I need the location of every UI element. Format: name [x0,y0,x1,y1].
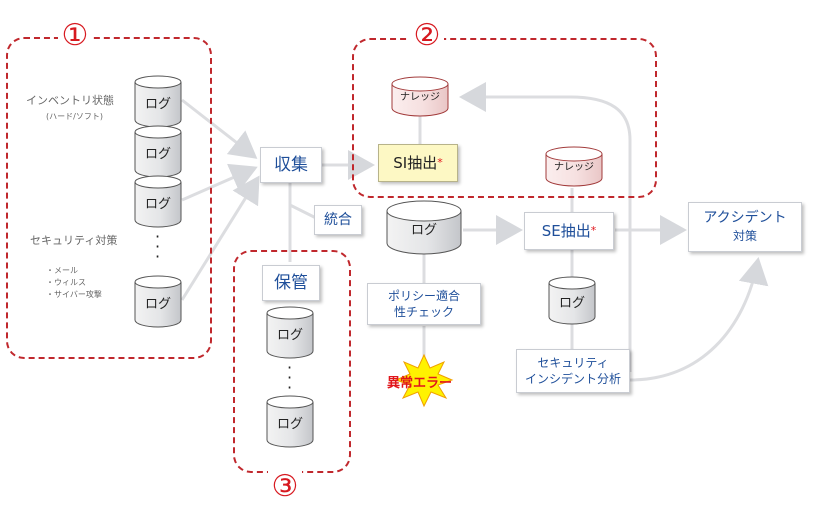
accident-line1: アクシデント [703,210,787,226]
arrow-collect-integrate [289,203,317,220]
log-cylinder-1: ログ [134,75,182,128]
arrow-log1-collect [181,98,258,159]
log-label: ログ [144,297,171,312]
log-label: ログ [144,197,171,212]
store-log-cylinder-1: ログ [266,306,314,359]
store-box: 保管 [262,265,320,301]
knowledge-cylinder-shape [391,76,449,117]
security-item-mail: ・メール [46,266,78,275]
log-cylinder-4: ログ [134,275,182,328]
log-cylinder-shape [266,395,314,448]
log-cylinder-shape [548,276,596,325]
log-cylinder-shape [134,175,182,228]
region-2-number: ② [410,19,444,53]
log-cylinder-shape [134,75,182,128]
collect-box: 収集 [260,147,322,183]
arrow-log4-collect [180,175,260,301]
log-cylinder-shape [266,306,314,359]
policy-line1: ポリシー適合 [387,289,460,303]
ellipsis-dots-left: ··· [155,227,161,266]
knowledge-cylinder-shape [545,146,603,187]
central-log-cylinder: ログ [386,200,462,255]
error-label: 異常エラー [387,376,453,391]
si-extract-box: SI抽出* [378,144,458,182]
arrow-incident-accident [629,257,769,382]
knowledge-label: ナレッジ [554,162,594,173]
policy-line2: 性チェック [393,305,454,319]
policy-check-box: ポリシー適合 性チェック [367,283,481,325]
region-1-number: ① [58,19,92,53]
log-label: ログ [558,296,585,311]
log-cylinder-2: ログ [134,125,182,178]
si-star-mark: * [437,156,443,169]
log-cylinder-3: ログ [134,175,182,228]
security-item-cyber: ・サイバー攻撃 [46,290,102,299]
inventory-sub-label: (ハード/ソフト) [46,112,103,121]
integrate-box: 統合 [314,205,362,235]
security-item-virus: ・ウィルス [46,278,86,287]
knowledge-cylinder-si: ナレッジ [391,76,449,117]
store-label: 保管 [274,273,308,293]
incident-line2: インシデント分析 [524,372,621,386]
region-3-number: ③ [268,470,302,504]
inventory-label: インベントリ状態 [26,94,114,107]
error-burst-shape [394,353,454,408]
log-label: ログ [276,417,303,432]
incident-analysis-box: セキュリティ インシデント分析 [516,349,630,393]
log-label: ログ [144,147,171,162]
se-star-mark: * [590,224,597,237]
knowledge-cylinder-se: ナレッジ [545,146,603,187]
right-log-cylinder: ログ [548,276,596,325]
log-cylinder-shape [134,275,182,328]
log-label: ログ [276,328,303,343]
collect-label: 収集 [274,155,308,175]
knowledge-label: ナレッジ [400,92,440,103]
se-extract-label: SE抽出 [541,222,591,240]
accident-countermeasure-box: アクシデント 対策 [688,202,802,252]
integrate-label: 統合 [324,212,352,228]
log-cylinder-shape [386,200,462,255]
accident-line2: 対策 [732,229,757,243]
incident-line1: セキュリティ [537,356,609,370]
store-log-cylinder-2: ログ [266,395,314,448]
arrow-log3-collect [181,163,258,202]
arrow-incident-knowledge [459,82,632,372]
region-1 [6,37,212,359]
region-2 [352,38,657,198]
log-label: ログ [144,97,171,112]
se-extract-box: SE抽出* [524,212,614,250]
si-extract-label: SI抽出 [393,154,438,172]
log-label: ログ [410,223,437,238]
security-label: セキュリティ対策 [30,234,118,247]
ellipsis-dots-store: ··· [287,358,293,397]
